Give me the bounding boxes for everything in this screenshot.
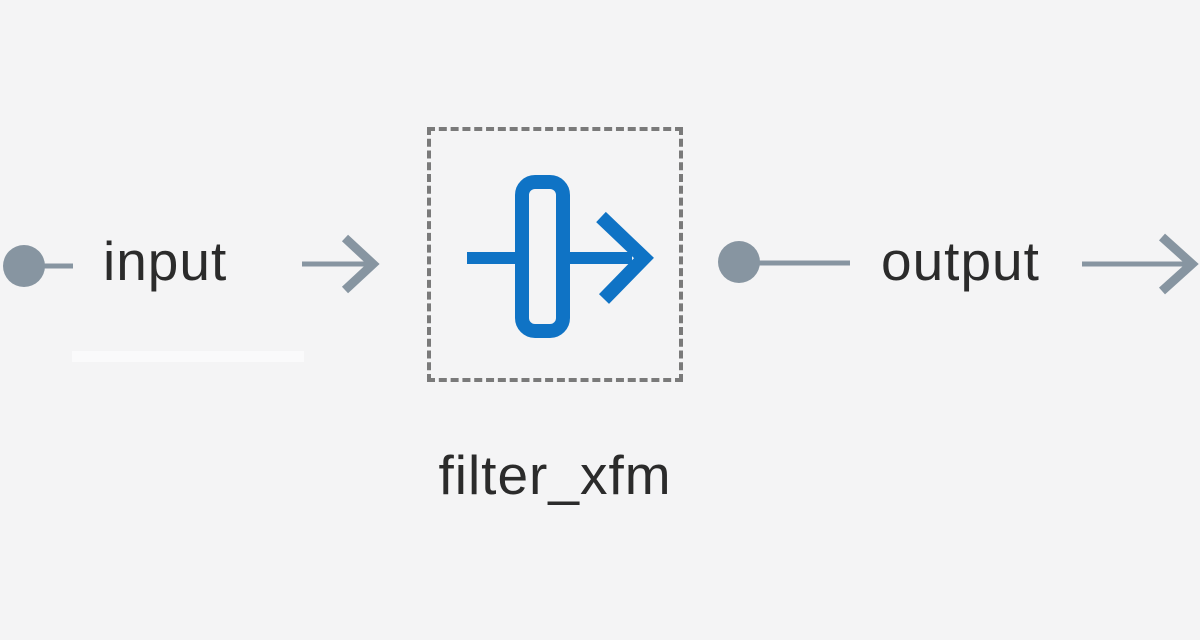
faint-highlight-strip xyxy=(72,351,304,362)
node-name-label: filter_xfm xyxy=(438,444,672,506)
output-port-dot[interactable] xyxy=(718,241,760,283)
filter-icon-arrow-head xyxy=(596,211,654,304)
input-arrow-head-icon xyxy=(341,234,380,294)
input-label: input xyxy=(103,230,228,292)
filter-icon-slot xyxy=(515,175,570,338)
filter-node-box[interactable] xyxy=(427,127,683,382)
input-port-dot[interactable] xyxy=(3,245,45,287)
output-arrow-head-icon xyxy=(1158,233,1199,295)
filter-transform-icon xyxy=(467,175,654,338)
output-label: output xyxy=(881,230,1040,292)
